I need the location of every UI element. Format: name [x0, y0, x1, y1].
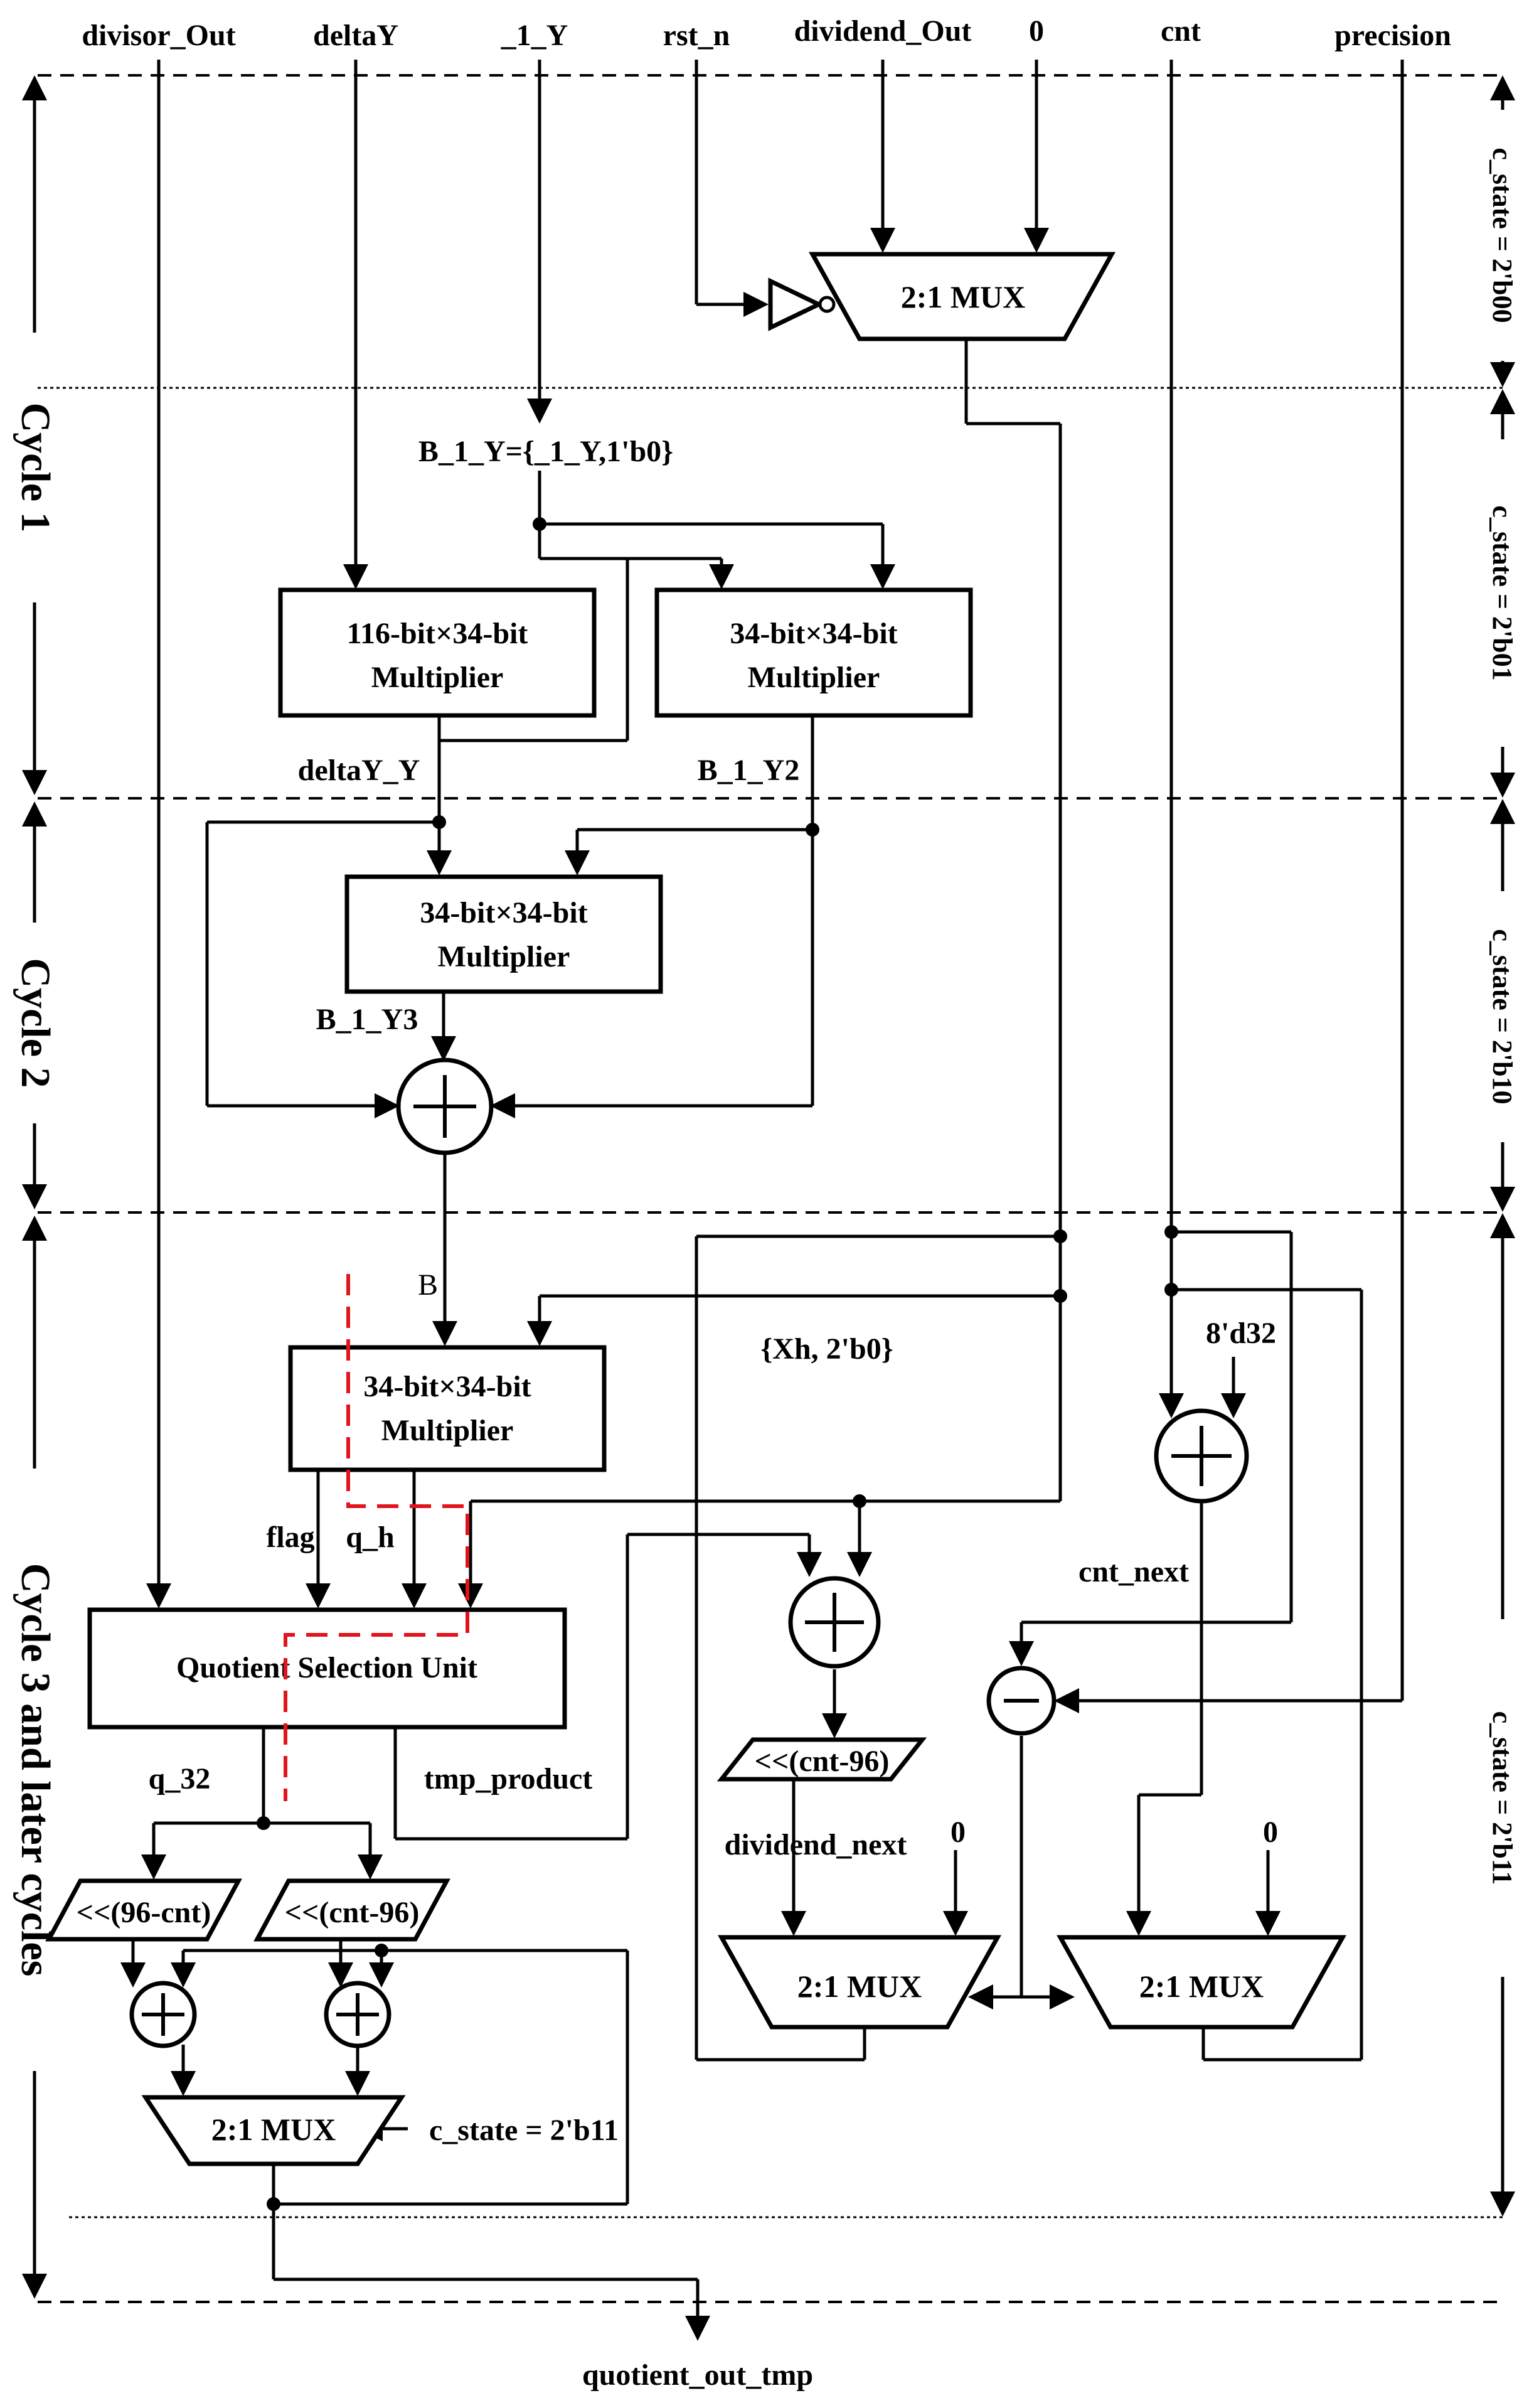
label-xh: {Xh, 2'b0} — [760, 1332, 893, 1366]
adder-dividend — [788, 1576, 881, 1669]
svg-text:<<(cnt-96): <<(cnt-96) — [285, 1896, 420, 1929]
label-d32: 8'd32 — [1206, 1317, 1276, 1350]
label-zero-b: 0 — [1263, 1816, 1278, 1849]
cnt-mux: 2:1 MUX — [1057, 1935, 1346, 2030]
svg-text:<<(96-cnt): <<(96-cnt) — [77, 1896, 211, 1929]
label-rst-n: rst_n — [663, 19, 730, 52]
label-b-1-y3: B_1_Y3 — [316, 1003, 418, 1036]
svg-text:Multiplier: Multiplier — [748, 661, 880, 694]
label-delta-y-y: deltaY_Y — [298, 754, 420, 787]
label-cnt-next: cnt_next — [1078, 1555, 1189, 1588]
svg-text:2:1 MUX: 2:1 MUX — [797, 1969, 922, 2004]
svg-text:<<(cnt-96): <<(cnt-96) — [755, 1745, 890, 1778]
state-axis: c_state = 2'b00 c_state = 2'b01 c_state … — [1487, 75, 1518, 2217]
svg-text:34-bit×34-bit: 34-bit×34-bit — [363, 1370, 531, 1403]
label-q-h: q_h — [346, 1521, 394, 1554]
adder-left-1 — [129, 1981, 197, 2048]
state-01-label: c_state = 2'b01 — [1487, 505, 1518, 680]
adder-cnt — [1154, 1408, 1249, 1504]
label-precision: precision — [1334, 19, 1451, 52]
multiplier-34x34-b: 34-bit×34-bit Multiplier — [344, 874, 663, 994]
svg-text:Multiplier: Multiplier — [438, 940, 570, 973]
critical-path — [284, 1274, 469, 1801]
multiplier-34x34-c: 34-bit×34-bit Multiplier — [288, 1345, 607, 1472]
shift-right-dividend: <<(cnt-96) — [716, 1737, 927, 1782]
input-labels: divisor_Out deltaY _1_Y rst_n dividend_O… — [82, 14, 1451, 52]
label-output: quotient_out_tmp — [582, 2358, 813, 2392]
svg-text:2:1 MUX: 2:1 MUX — [211, 2112, 336, 2147]
signal-labels: B_1_Y={_1_Y,1'b0} deltaY_Y B_1_Y2 B_1_Y3… — [149, 435, 1278, 2392]
multiplier-116x34: 116-bit×34-bit Multiplier — [278, 587, 597, 718]
label-one-y: _1_Y — [501, 19, 568, 52]
label-dividend-out: dividend_Out — [794, 14, 972, 48]
rst-inverter — [768, 277, 836, 331]
state-11-label: c_state = 2'b11 — [1487, 1711, 1518, 1885]
multiplier-34x34-a: 34-bit×34-bit Multiplier — [654, 587, 973, 718]
label-flag: flag — [266, 1521, 314, 1554]
svg-text:Multiplier: Multiplier — [371, 661, 504, 694]
svg-text:2:1 MUX: 2:1 MUX — [901, 279, 1026, 314]
top-mux: 2:1 MUX — [809, 252, 1116, 341]
cycle-1-label: Cycle 1 — [13, 402, 58, 532]
label-delta-y: deltaY — [313, 19, 398, 52]
adder-left-2 — [324, 1981, 391, 2048]
svg-text:34-bit×34-bit: 34-bit×34-bit — [420, 896, 587, 929]
cycle-axis: Cycle 1 Cycle 2 Cycle 3 and later cycles — [13, 75, 58, 2299]
adder-stage2 — [396, 1057, 494, 1155]
state-00-label: c_state = 2'b00 — [1487, 147, 1518, 323]
shift-96-cnt: <<(96-cnt) — [45, 1878, 242, 1942]
stage-dividers — [38, 74, 1506, 2303]
shift-cnt-96-left: <<(cnt-96) — [253, 1878, 450, 1942]
output-mux: 2:1 MUX — [141, 2095, 406, 2166]
junction-dots — [257, 517, 1178, 2211]
svg-text:2:1 MUX: 2:1 MUX — [1139, 1969, 1264, 2004]
label-q-32: q_32 — [149, 1762, 211, 1795]
svg-text:34-bit×34-bit: 34-bit×34-bit — [730, 617, 897, 650]
state-10-label: c_state = 2'b10 — [1487, 929, 1518, 1104]
label-c-state-sel: c_state = 2'b11 — [429, 2114, 619, 2147]
label-zero-top: 0 — [1029, 14, 1044, 48]
label-dividend-next: dividend_next — [725, 1828, 907, 1861]
label-tmp-product: tmp_product — [424, 1762, 592, 1795]
label-b-1-y-def: B_1_Y={_1_Y,1'b0} — [418, 435, 673, 468]
label-cnt: cnt — [1161, 14, 1201, 48]
dividend-mux: 2:1 MUX — [718, 1935, 1001, 2030]
quotient-selection-unit: Quotient Selection Unit — [87, 1607, 567, 1730]
label-b: B — [418, 1268, 438, 1302]
label-divisor-out: divisor_Out — [82, 19, 235, 52]
label-zero-a: 0 — [951, 1816, 966, 1849]
svg-text:Multiplier: Multiplier — [381, 1414, 514, 1447]
wires — [120, 60, 1404, 2341]
label-b-1-y2: B_1_Y2 — [698, 754, 800, 787]
svg-text:116-bit×34-bit: 116-bit×34-bit — [347, 617, 528, 650]
cycle-2-label: Cycle 2 — [13, 958, 58, 1088]
cycle-3-label: Cycle 3 and later cycles — [13, 1563, 58, 1977]
svg-text:Quotient Selection Unit: Quotient Selection Unit — [176, 1651, 477, 1684]
subtractor — [986, 1666, 1057, 1736]
